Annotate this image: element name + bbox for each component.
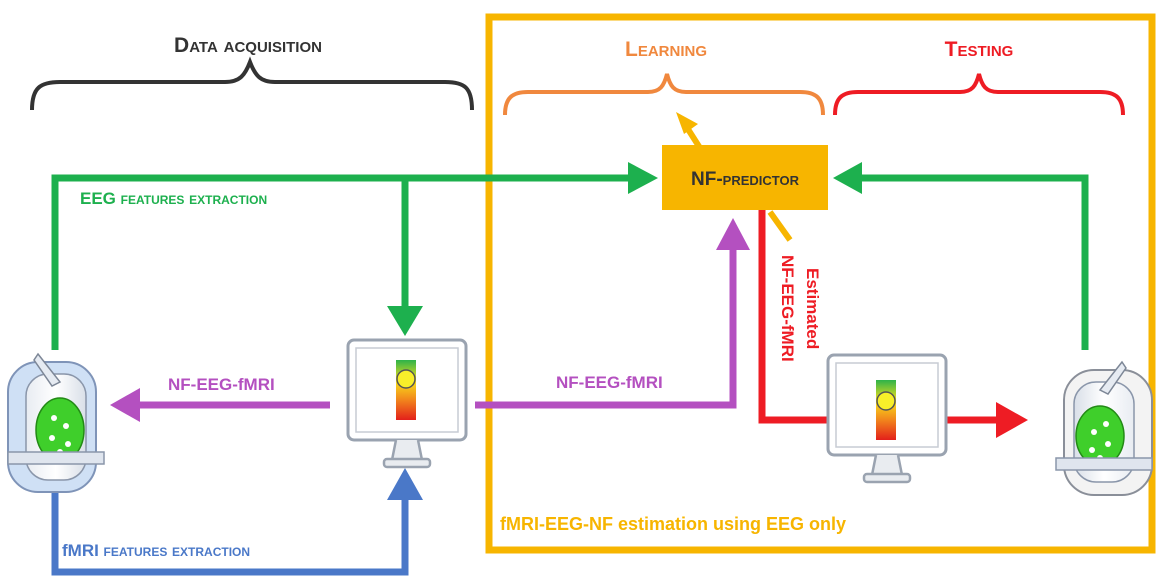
data-acquisition-brace	[30, 56, 474, 111]
estimation-box	[485, 13, 1156, 554]
nf-eeg-fmri-left-label: NF-EEG-fMRI	[168, 375, 275, 394]
testing-title: Testing	[945, 38, 1014, 61]
fmri-flow	[51, 470, 409, 576]
eeg-arrow-to-monitor	[387, 306, 423, 336]
box-caption: fMRI-EEG-NF estimation using EEG only	[500, 514, 846, 534]
learning-title: Learning	[625, 38, 707, 61]
estimated-nf-label: NF-EEG-fMRI	[778, 255, 797, 362]
nf-arrow-to-scanner	[110, 388, 140, 422]
eeg-features-label: EEG features extraction	[80, 189, 267, 208]
nf-feedback-flow	[130, 248, 737, 409]
fmri-arrow-to-monitor	[387, 468, 423, 500]
mri-scanner-icon	[1055, 360, 1153, 496]
data-acquisition-title: Data acquisition	[174, 34, 322, 57]
computer-monitor-icon	[826, 353, 948, 484]
eeg-arrow-to-predictor	[628, 162, 658, 194]
nf-predictor-box	[662, 145, 828, 210]
fmri-features-label: fMRI features extraction	[62, 541, 250, 560]
mri-scanner-icon	[7, 352, 105, 493]
testing-brace	[833, 73, 1125, 116]
eeg-arrow-from-testing	[833, 162, 862, 194]
nf-arrow-to-predictor	[716, 218, 750, 250]
estimated-arrow-to-scanner	[996, 402, 1028, 438]
computer-monitor-icon	[346, 338, 468, 469]
eeg-flow	[51, 174, 1089, 350]
nf-eeg-fmri-mid-label: NF-EEG-fMRI	[556, 373, 663, 392]
learning-adjust-arrows	[676, 112, 793, 242]
estimated-label: Estimated	[803, 268, 822, 349]
nf-predictor-label: NF-predictor	[691, 169, 800, 190]
learning-brace	[503, 73, 825, 116]
